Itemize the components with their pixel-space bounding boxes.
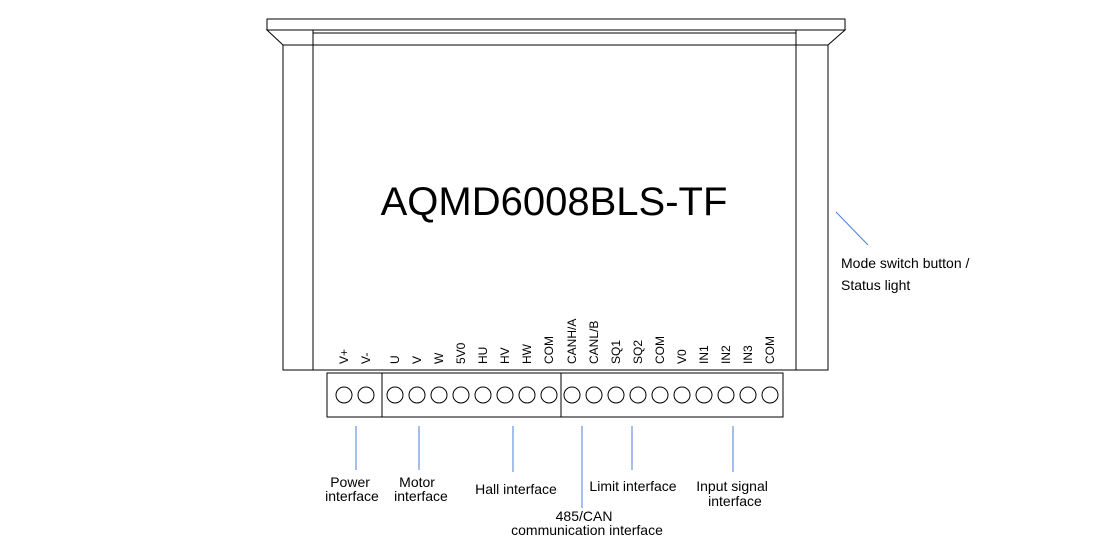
pin-label-u-1-0: U (388, 355, 402, 364)
terminal-screw-v0-2-5 (673, 386, 691, 404)
terminal-screw-w-1-2 (430, 386, 448, 404)
left-side-bracket (282, 44, 314, 371)
top-bevel (265, 29, 847, 46)
controller-housing (265, 18, 847, 371)
caption-comm-line-2: communication interface (511, 522, 663, 538)
pin-label-canh-a-2-0: CANH/A (565, 319, 579, 364)
pin-label-v-1-1: V (410, 356, 424, 364)
terminal-block-frame (326, 372, 784, 418)
caption-input: Input signal interface (696, 478, 772, 509)
pin-label-hv-1-5: HV (498, 347, 512, 364)
caption-limit-line-1: Limit interface (589, 478, 676, 494)
terminal-screw-com-1-7 (540, 386, 558, 404)
terminal-screw-in2-2-7 (717, 386, 735, 404)
pin-label-hu-1-4: HU (476, 347, 490, 364)
terminal-screw-v-0-1 (357, 386, 375, 404)
pin-label-v0-2-5: V0 (675, 349, 689, 364)
leader-mode-switch (835, 211, 869, 246)
pin-label-com-1-7: COM (542, 336, 556, 364)
caption-input-line-2: interface (708, 493, 762, 509)
pin-label-sq1-2-2: SQ1 (609, 340, 623, 364)
caption-hall: Hall interface (475, 481, 557, 497)
terminal-screws (335, 386, 779, 404)
terminal-screw-hv-1-5 (496, 386, 514, 404)
caption-input-line-1: Input signal (696, 478, 768, 494)
terminal-screw-hw-1-6 (518, 386, 536, 404)
terminal-screw-v-0-0 (335, 386, 353, 404)
pin-label-in3-2-8: IN3 (741, 345, 755, 364)
terminal-screw-canl-b-2-1 (585, 386, 603, 404)
pin-label-5v0-1-3: 5V0 (454, 342, 468, 364)
model-name: AQMD6008BLS-TF (381, 180, 728, 224)
terminal-screw-sq1-2-2 (607, 386, 625, 404)
pin-label-hw-1-6: HW (520, 343, 534, 364)
caption-power-line-2: interface (325, 488, 379, 504)
terminal-screw-in3-2-8 (739, 386, 757, 404)
terminal-screw-in1-2-6 (695, 386, 713, 404)
pin-label-canl-b-2-1: CANL/B (587, 321, 601, 364)
terminal-screw-com-2-9 (761, 386, 779, 404)
pin-label-com-2-9: COM (763, 336, 777, 364)
terminal-screw-canh-a-2-0 (563, 386, 581, 404)
side-label-mode-switch: Mode switch button / Status light (841, 255, 973, 293)
pin-label-v-0-0: V+ (337, 349, 351, 364)
leader-lines (355, 211, 869, 508)
terminal-screw-com-2-4 (651, 386, 669, 404)
caption-motor-line-1: Motor (399, 474, 435, 490)
caption-power: Power interface (325, 474, 379, 504)
right-side-bracket (795, 44, 829, 371)
caption-comm: 485/CAN communication interface (511, 508, 663, 538)
pin-label-v-0-1: V- (359, 353, 373, 364)
terminal-screw-5v0-1-3 (452, 386, 470, 404)
caption-power-line-1: Power (330, 474, 370, 490)
pin-label-sq2-2-3: SQ2 (631, 340, 645, 364)
pin-label-in2-2-7: IN2 (719, 345, 733, 364)
terminal-screw-sq2-2-3 (629, 386, 647, 404)
main-body (312, 32, 797, 371)
pin-label-com-2-4: COM (653, 336, 667, 364)
terminal-screw-hu-1-4 (474, 386, 492, 404)
caption-hall-line-1: Hall interface (475, 481, 557, 497)
pin-label-in1-2-6: IN1 (697, 345, 711, 364)
terminal-screw-v-1-1 (408, 386, 426, 404)
top-flange (266, 18, 846, 31)
caption-limit: Limit interface (589, 478, 676, 494)
pin-label-w-1-2: W (432, 352, 446, 364)
caption-motor-line-2: interface (394, 488, 448, 504)
caption-comm-line-1: 485/CAN (556, 508, 613, 524)
terminal-block (326, 372, 784, 418)
side-label-line-2: Status light (841, 277, 910, 293)
side-label-line-1: Mode switch button / (841, 255, 970, 271)
caption-motor: Motor interface (394, 474, 448, 504)
terminal-screw-u-1-0 (386, 386, 404, 404)
